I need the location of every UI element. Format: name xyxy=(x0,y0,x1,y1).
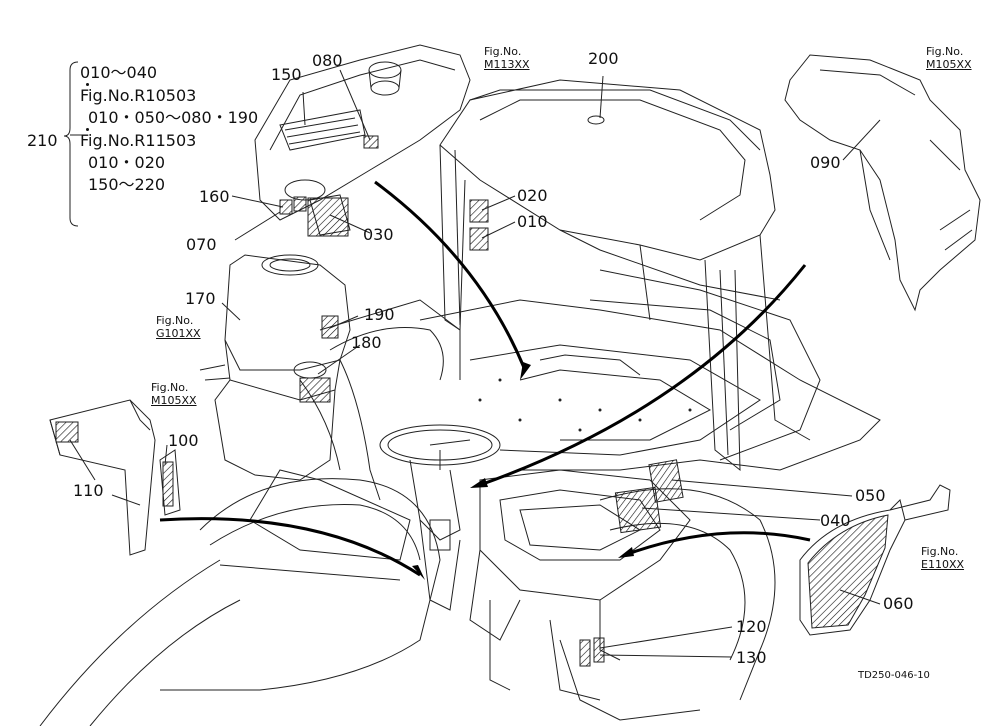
fig-ref-g101: Fig.No. G101XX xyxy=(156,314,201,340)
legend-line-1: 010～040 xyxy=(80,63,158,82)
part-label-150: 150 xyxy=(271,65,302,84)
legend-dot xyxy=(86,128,89,131)
part-label-080: 080 xyxy=(312,51,343,70)
drawing-number: TD250-046-10 xyxy=(858,670,930,681)
legend-dot xyxy=(86,83,89,86)
part-label-110: 110 xyxy=(73,481,104,500)
fig-ref-title: Fig.No. xyxy=(156,314,194,327)
legend-line-2: Fig.No.R10503 xyxy=(80,86,197,105)
part-label-180: 180 xyxy=(351,333,382,352)
part-label-190: 190 xyxy=(364,305,395,324)
fig-ref-title: Fig.No. xyxy=(484,45,522,58)
fig-ref-m105-left: Fig.No. M105XX xyxy=(151,381,197,407)
part-label-030: 030 xyxy=(363,225,394,244)
fig-ref-title: Fig.No. xyxy=(926,45,964,58)
fig-ref-code: E110XX xyxy=(921,558,965,571)
part-label-200: 200 xyxy=(588,49,619,68)
part-label-100: 100 xyxy=(168,431,199,450)
fig-ref-title: Fig.No. xyxy=(921,545,959,558)
fig-ref-m105-right: Fig.No. M105XX xyxy=(926,45,972,71)
legend-line-4: Fig.No.R11503 xyxy=(80,131,197,150)
part-label-060: 060 xyxy=(883,594,914,613)
part-label-170: 170 xyxy=(185,289,216,308)
legend-bracket xyxy=(64,61,79,227)
fig-ref-m113: Fig.No. M113XX xyxy=(484,45,530,71)
part-label-070: 070 xyxy=(186,235,217,254)
part-label-090: 090 xyxy=(810,153,841,172)
part-label-040: 040 xyxy=(820,511,851,530)
part-label-130: 130 xyxy=(736,648,767,667)
part-label-010: 010 xyxy=(517,212,548,231)
legend-line-6: 150～220 xyxy=(88,175,166,194)
fig-ref-code: M113XX xyxy=(484,58,530,71)
fig-ref-code: M105XX xyxy=(926,58,972,71)
fig-ref-code: G101XX xyxy=(156,327,201,340)
fig-ref-e110: Fig.No. E110XX xyxy=(921,545,964,571)
part-label-020: 020 xyxy=(517,186,548,205)
part-label-210: 210 xyxy=(27,131,58,150)
part-label-160: 160 xyxy=(199,187,230,206)
legend: 010～040 Fig.No.R10503 010・050～080・190 Fi… xyxy=(80,62,258,196)
part-label-120: 120 xyxy=(736,617,767,636)
part-label-050: 050 xyxy=(855,486,886,505)
fig-ref-title: Fig.No. xyxy=(151,381,189,394)
legend-line-5: 010・020 xyxy=(88,153,166,172)
legend-line-3: 010・050～080・190 xyxy=(88,108,259,127)
fig-ref-code: M105XX xyxy=(151,394,197,407)
